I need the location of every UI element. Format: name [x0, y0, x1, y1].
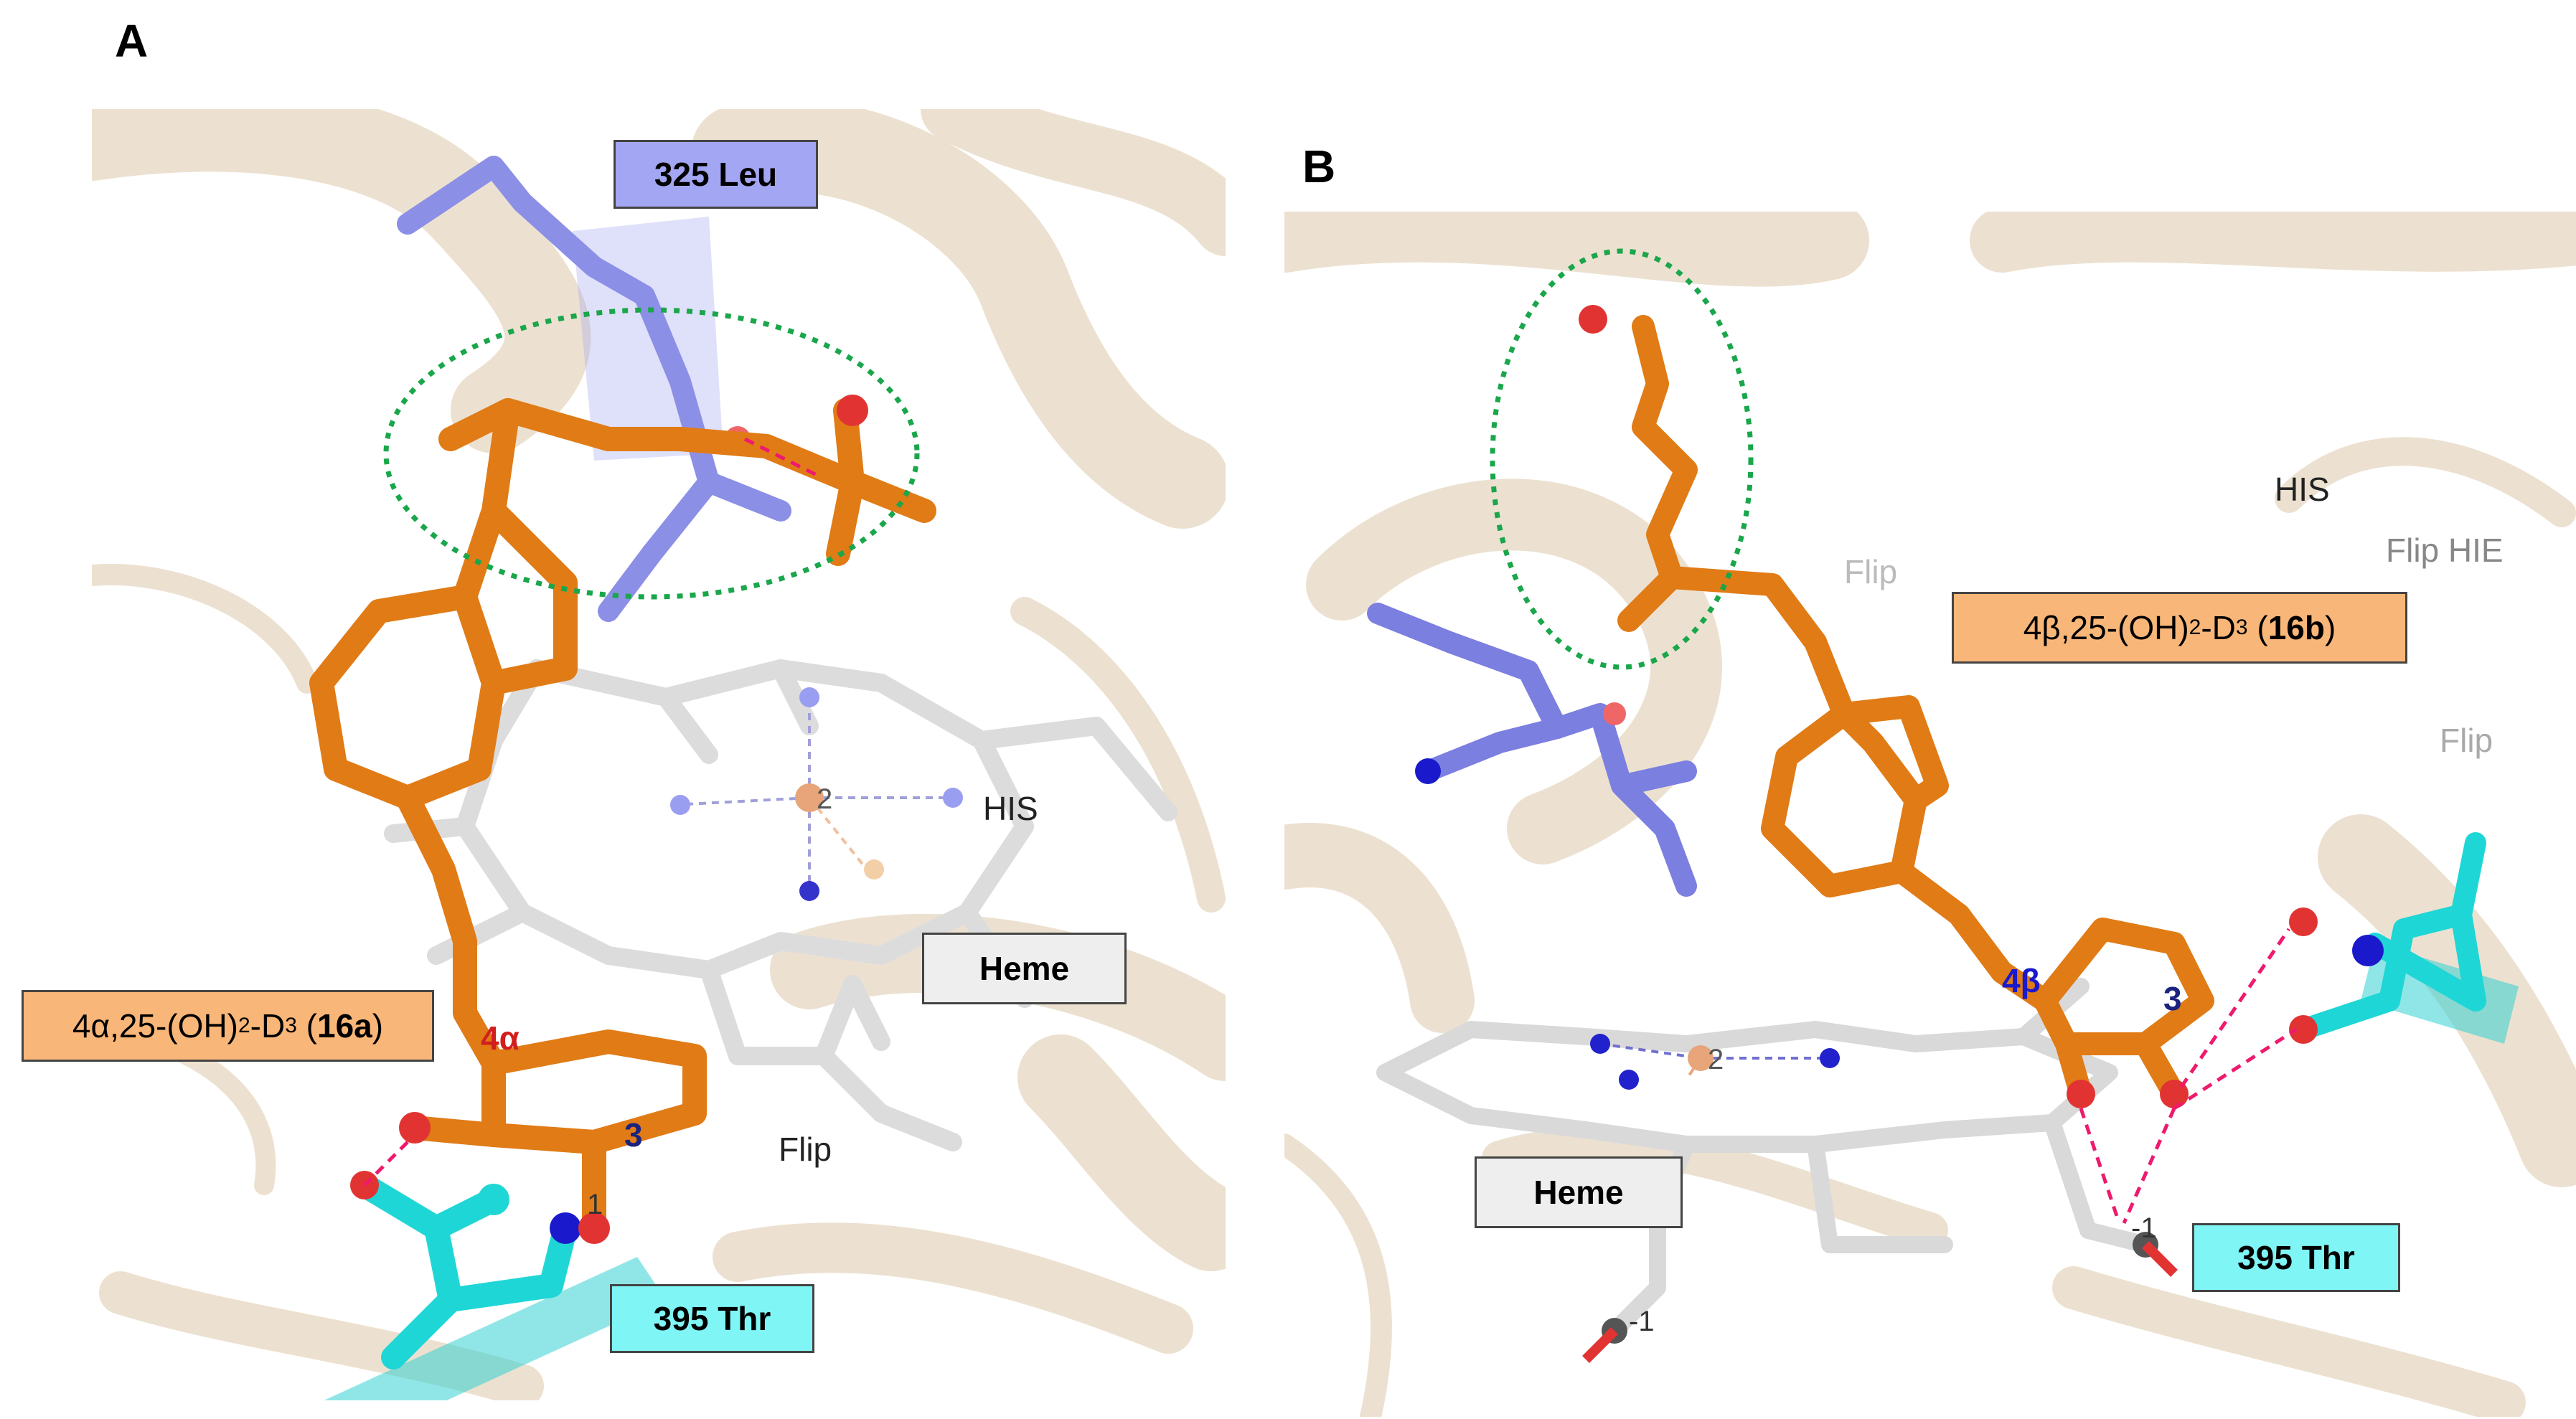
panel-b-pos-3-label: 3	[2163, 980, 2182, 1017]
panel-b-flip-right-label: Flip	[2440, 722, 2493, 759]
panel-a-ligand-4-oxygen	[399, 1112, 431, 1144]
panel-a-ligand-prefix: 4α,25-(OH)	[72, 1007, 238, 1045]
panel-b-leu-residue	[1367, 603, 1697, 897]
panel-b-thr-oxygen-2	[2289, 908, 2318, 936]
panel-b-thr-oxygen-1	[2289, 1015, 2318, 1044]
panel-b-ligand-16b	[1617, 315, 2214, 1106]
panel-a-flip-label: Flip	[779, 1131, 832, 1168]
panel-a-pos-3-label: 3	[624, 1116, 643, 1154]
panel-a-thr-atom	[478, 1184, 509, 1215]
panel-a-heme	[384, 659, 1177, 1151]
panel-a-thr-residue	[352, 1173, 578, 1370]
panel-a-iron-charge: 2	[817, 783, 832, 815]
panel-a-ligand-open: (	[296, 1007, 318, 1045]
panel-b-letter: B	[1302, 141, 1336, 192]
panel-b-scene: 2 -1 -1	[1284, 212, 2576, 1417]
panel-a-letter: A	[115, 15, 149, 67]
panel-a-pos-4-label: 4α	[481, 1019, 520, 1057]
panel-b-hbonds	[2079, 928, 2298, 1225]
panel-b-iron-charge: 2	[1708, 1044, 1724, 1075]
panel-b-ligand-25-oxygen	[1579, 305, 1607, 334]
panel-a-his-label: HIS	[983, 790, 1038, 827]
panel-b-ligand-bold: 16b	[2267, 609, 2325, 646]
panel-b-side-chain-ellipse	[1490, 248, 1754, 670]
panel-b-thr-residue	[2293, 832, 2486, 1040]
panel-b-heme-label: Heme	[1475, 1156, 1683, 1228]
panel-b-ligand-close: )	[2324, 609, 2336, 646]
panel-b-his-label: HIS	[2275, 471, 2330, 508]
panel-a-scene: 2 1	[92, 109, 1226, 1400]
panel-b-ligand-open: (	[2247, 609, 2268, 646]
panel-a-heme-label: Heme	[922, 933, 1127, 1004]
panel-b-ligand-sub2: 3	[2235, 616, 2248, 639]
panel-b-leu-nitrogen	[1415, 758, 1441, 784]
panel-b-ligand-mid: -D	[2201, 609, 2236, 646]
panel-a-ligand-25-oxygen	[837, 395, 868, 426]
panel-b-thr-label: 395 Thr	[2192, 1223, 2400, 1292]
panel-b-flip-hie-label: Flip HIE	[2386, 532, 2504, 569]
panel-b-pos-4-label: 4β	[2002, 962, 2041, 999]
panel-a-ligand-close: )	[372, 1007, 384, 1045]
panel-b-ligand-4-oxygen	[2067, 1080, 2095, 1108]
panel-a-heme-coordination	[670, 687, 963, 901]
panel-a-thr-label: 395 Thr	[610, 1284, 814, 1353]
panel-a-ligand-bold: 16a	[317, 1007, 372, 1045]
panel-a-ligand-sub1: 2	[238, 1014, 250, 1037]
panel-a-ligand-3-oxygen	[578, 1212, 610, 1244]
panel-a-charge-minus1: 1	[587, 1189, 603, 1220]
panel-b-ligand-prefix: 4β,25-(OH)	[2023, 609, 2189, 646]
panel-a-leu-residue	[397, 156, 791, 622]
panel-b-flip-upper-label: Flip	[1844, 553, 1898, 590]
panel-a-thr-ribbon	[324, 1257, 666, 1400]
panel-b-charge-b: -1	[1629, 1306, 1655, 1337]
panel-a-hbonds	[363, 437, 818, 1187]
panel-a-leu-label: 325 Leu	[614, 140, 818, 209]
panel-a-thr-nitrogen	[550, 1212, 581, 1244]
panel-b-thr-nitrogen	[2352, 935, 2384, 966]
panel-b-leu-oxygen	[1603, 702, 1626, 725]
panel-b-charge-a: -1	[2131, 1212, 2157, 1244]
panel-b-ligand-sub1: 2	[2189, 616, 2201, 639]
panel-a-ligand-sub2: 3	[285, 1014, 297, 1037]
panel-a-side-chain-ellipse	[383, 307, 920, 600]
panel-a-ligand-mid: -D	[250, 1007, 286, 1045]
panel-a-ligand-16a	[309, 398, 936, 1240]
panel-b-heme-coordination	[1590, 1034, 1840, 1090]
panel-b-heme-carboxylates	[1582, 1232, 2178, 1363]
